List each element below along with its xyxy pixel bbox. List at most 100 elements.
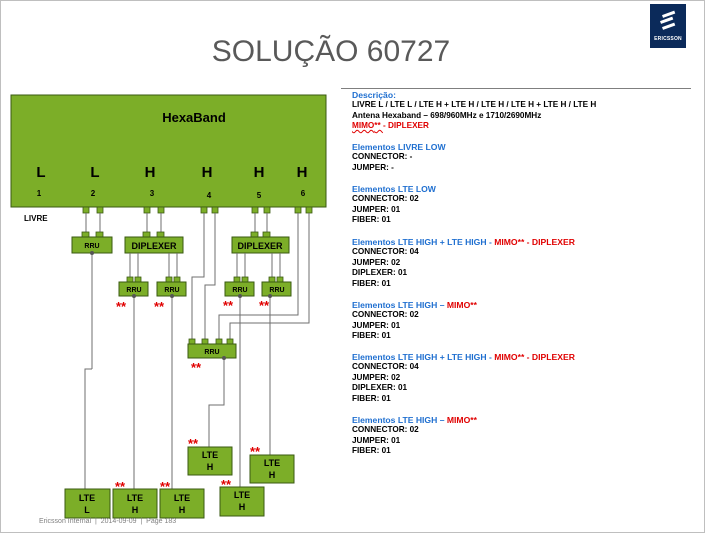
- description-line-2: Antena Hexaband – 698/960MHz e 1710/2690…: [352, 110, 542, 120]
- diplexer-2-label: DIPLEXER: [237, 241, 283, 251]
- section-line: JUMPER: -: [352, 162, 394, 172]
- section-lte-high-diplexer-1: Elementos LTE HIGH + LTE HIGH - MIMO** -…: [352, 237, 692, 289]
- section-title: Elementos LTE LOW: [352, 184, 692, 194]
- section-title-red: MIMO**: [446, 415, 477, 425]
- section-line: CONNECTOR: 02: [352, 194, 419, 204]
- section-lte-high-mimo-1: Elementos LTE HIGH – MIMO** CONNECTOR: 0…: [352, 300, 692, 342]
- jumper-lines: [85, 213, 268, 232]
- rru-small-4-label: RRU: [269, 287, 284, 294]
- section-title-text: Elementos LTE HIGH + LTE HIGH -: [352, 237, 495, 247]
- rru-middle: RRU: [187, 338, 237, 359]
- rru-small-3: RRU: [224, 276, 255, 297]
- lte-h-3-line2: H: [207, 462, 214, 472]
- port-band-3: H: [145, 164, 156, 181]
- lte-h-1-line1: LTE: [127, 493, 143, 503]
- diplexer-to-rru-lines: [129, 253, 281, 278]
- fiber-endpoints: [90, 251, 272, 360]
- rru-small-2-label: RRU: [164, 287, 179, 294]
- section-line: CONNECTOR: -: [352, 152, 413, 162]
- fiber-lines: [84, 253, 271, 489]
- port-band-2: L: [90, 164, 99, 181]
- footer-separator: |: [95, 518, 97, 525]
- lte-h-2-line2: H: [179, 505, 186, 515]
- port-number-1: 1: [37, 189, 42, 198]
- description-block: Descrição: LIVRE L / LTE L / LTE H + LTE…: [352, 90, 692, 132]
- description-line-3-c: - DIPLEXER: [382, 121, 429, 131]
- description-line-1: LIVRE L / LTE L / LTE H + LTE H / LTE H …: [352, 100, 597, 110]
- description-line-3-a: MIMO: [352, 121, 375, 131]
- section-line: DIPLEXER: 01: [352, 268, 408, 278]
- middle-rru-lines: [191, 213, 310, 339]
- hexaband-antenna: [10, 94, 327, 208]
- section-line: CONNECTOR: 02: [352, 310, 419, 320]
- footer-company: Ericsson Internal: [39, 518, 92, 525]
- mimo-mark-6: **: [115, 479, 126, 494]
- description-line-3: MIMO** - DIPLEXER: [352, 121, 692, 131]
- section-title: Elementos LIVRE LOW: [352, 142, 692, 152]
- footer-date: 2014-09-09: [100, 518, 137, 525]
- lte-h-3-line1: LTE: [202, 450, 218, 460]
- footer-page: Page 183: [146, 518, 177, 525]
- mimo-mark-3: **: [223, 298, 234, 313]
- footer: Ericsson Internal | 2014-09-09 | Page 18…: [39, 518, 176, 525]
- section-line: CONNECTOR: 02: [352, 425, 419, 435]
- title-divider: [341, 88, 691, 89]
- port-number-3: 3: [150, 189, 155, 198]
- rru-small-1-label: RRU: [126, 287, 141, 294]
- lte-h-4-line2: H: [239, 502, 246, 512]
- section-lte-high-diplexer-2: Elementos LTE HIGH + LTE HIGH - MIMO** -…: [352, 352, 692, 404]
- section-line: JUMPER: 01: [352, 435, 401, 445]
- port-band-1: L: [36, 164, 45, 181]
- rru-small-2: RRU: [156, 276, 187, 297]
- rru-small-3-label: RRU: [232, 287, 247, 294]
- section-livre-low: Elementos LIVRE LOW CONNECTOR: - JUMPER:…: [352, 142, 692, 173]
- section-line: FIBER: 01: [352, 215, 391, 225]
- lte-h-5-line1: LTE: [264, 458, 280, 468]
- port-band-5: H: [254, 164, 265, 181]
- description-line-3-b: **: [374, 121, 383, 131]
- connection-diagram: .grn { fill:#7cae28; stroke:#3a5a12; str…: [10, 94, 327, 519]
- section-line: FIBER: 01: [352, 446, 391, 456]
- section-line: FIBER: 01: [352, 393, 391, 403]
- section-title-red: MIMO**: [446, 300, 477, 310]
- port-number-5: 5: [257, 191, 262, 200]
- section-lte-high-mimo-2: Elementos LTE HIGH – MIMO** CONNECTOR: 0…: [352, 415, 692, 457]
- mimo-mark-7: **: [160, 479, 171, 494]
- section-line: JUMPER: 01: [352, 204, 401, 214]
- port-band-6: H: [297, 164, 308, 181]
- mimo-mark-2: **: [154, 299, 165, 314]
- livre-label: LIVRE: [24, 214, 48, 223]
- lte-l-line1: LTE: [79, 493, 95, 503]
- section-title: Elementos LTE HIGH – MIMO**: [352, 300, 692, 310]
- rru-small-1: RRU: [118, 276, 149, 297]
- section-title: Elementos LTE HIGH – MIMO**: [352, 415, 692, 425]
- description-heading: Descrição:: [352, 90, 396, 100]
- rru-middle-label: RRU: [204, 349, 219, 356]
- section-title-text: Elementos LTE LOW: [352, 184, 436, 194]
- section-line: DIPLEXER: 01: [352, 383, 408, 393]
- port-number-6: 6: [301, 189, 306, 198]
- antenna-connectors: [82, 206, 313, 214]
- mimo-mark-1: **: [116, 299, 127, 314]
- mimo-mark-5: **: [191, 360, 202, 375]
- section-line: CONNECTOR: 04: [352, 247, 419, 257]
- section-title-red: MIMO** - DIPLEXER: [494, 352, 575, 362]
- section-title-text: Elementos LIVRE LOW: [352, 142, 446, 152]
- mimo-mark-9: **: [221, 477, 232, 492]
- port-number-4: 4: [207, 191, 212, 200]
- section-line: JUMPER: 02: [352, 372, 401, 382]
- lte-h-4-line1: LTE: [234, 490, 250, 500]
- diplexer-2: [231, 236, 290, 254]
- section-title-text: Elementos LTE HIGH –: [352, 300, 447, 310]
- lte-h-box-2: LTE H: [159, 488, 205, 519]
- lte-h-box-1: LTE H: [112, 488, 158, 519]
- section-title-text: Elementos LTE HIGH + LTE HIGH -: [352, 352, 495, 362]
- ericsson-logo-icon: [660, 10, 676, 30]
- port-number-2: 2: [91, 189, 96, 198]
- section-line: FIBER: 01: [352, 278, 391, 288]
- mimo-mark-4: **: [259, 298, 270, 313]
- section-line: JUMPER: 02: [352, 257, 401, 267]
- page-title: SOLUÇÃO 60727: [211, 35, 451, 68]
- section-line: CONNECTOR: 04: [352, 362, 419, 372]
